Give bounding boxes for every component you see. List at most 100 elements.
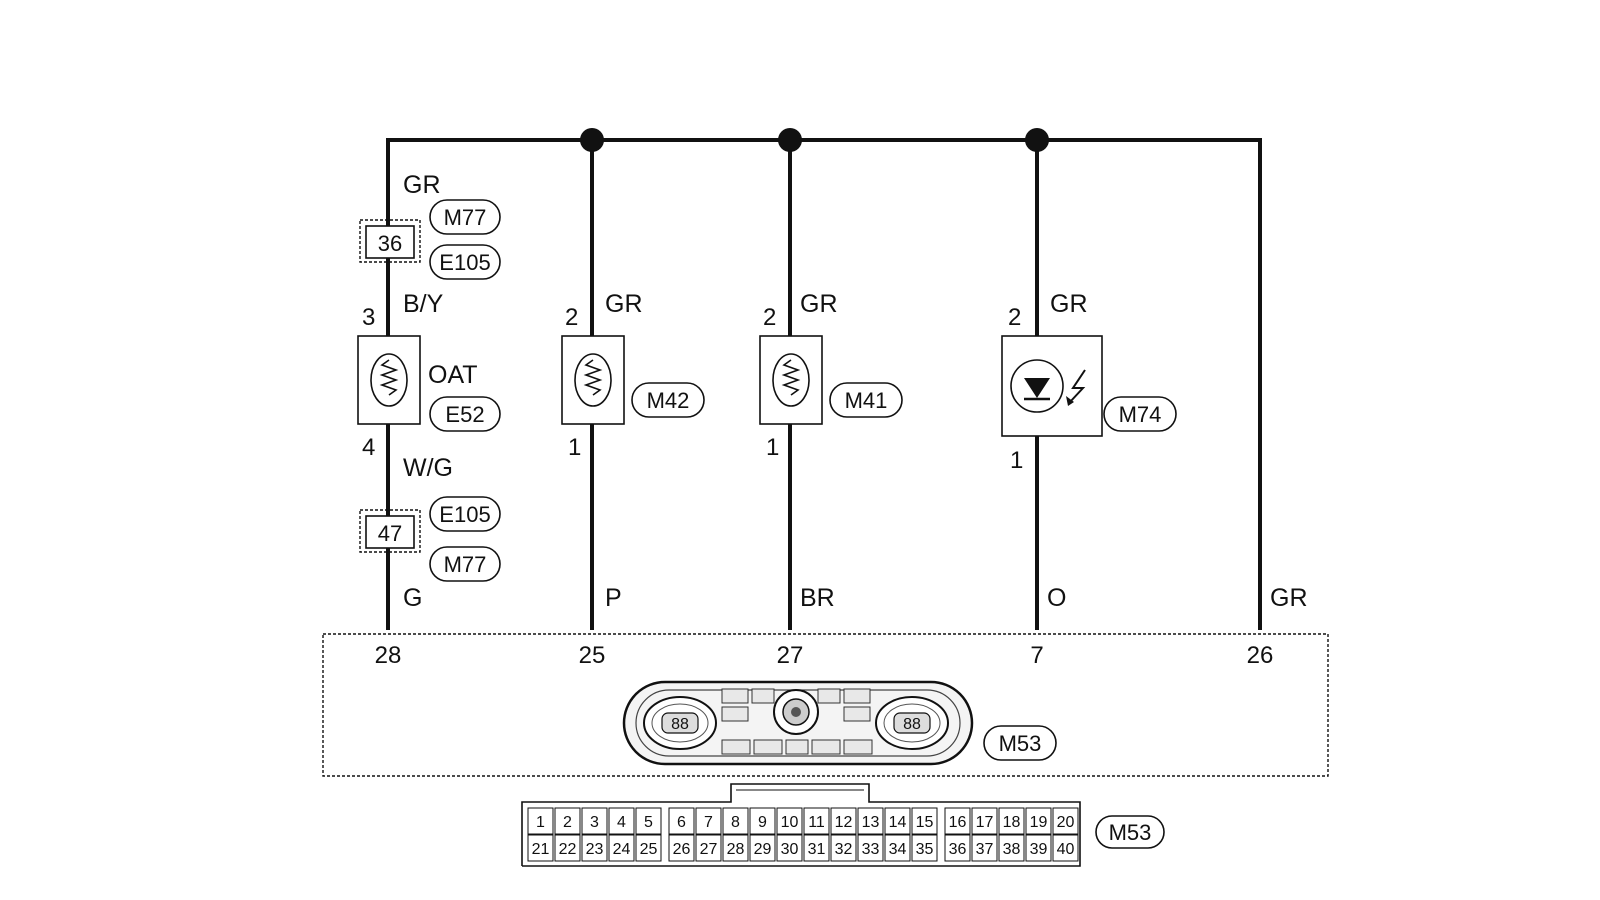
svg-text:M41: M41: [845, 388, 888, 413]
svg-text:E105: E105: [439, 250, 490, 275]
connector-pin-cell: [695, 834, 722, 862]
connector-pin-label: 14: [889, 814, 907, 831]
connector-pin-cell: [608, 834, 635, 862]
connector-pin-label: 2: [563, 814, 572, 831]
m77-lower-tag: [429, 546, 501, 582]
junction-dot-m41: [778, 128, 802, 152]
junction-36: 36 M77 E105: [359, 199, 501, 280]
connector-pin-label: 15: [916, 814, 934, 831]
e105-lower-tag: [429, 496, 501, 532]
connector-pin-label: 31: [808, 841, 826, 858]
connector-pin-cell: [554, 807, 581, 835]
connector-pin-label: 17: [976, 814, 994, 831]
connector-pin-label: 10: [781, 814, 799, 831]
connector-pin-label: 5: [644, 814, 653, 831]
connector-pin-label: 4: [617, 814, 626, 831]
connector-pin-cell: [776, 834, 803, 862]
connector-pin-label: 6: [677, 814, 686, 831]
connector-pin-label: 3: [590, 814, 599, 831]
thermistor-symbol: [379, 359, 399, 396]
connector-pin-cell: [803, 834, 830, 862]
svg-text:M77: M77: [444, 205, 487, 230]
junction-dot-m42: [580, 128, 604, 152]
e105-upper-tag: [429, 244, 501, 280]
svg-text:E105: E105: [439, 502, 490, 527]
svg-text:OAT: OAT: [428, 361, 478, 389]
connector-pin-cell: [776, 807, 803, 835]
diode-symbol: [1024, 378, 1050, 398]
connector-pin-cell: [695, 807, 722, 835]
connector-pin-cell: [1052, 834, 1079, 862]
svg-text:M74: M74: [1119, 402, 1162, 427]
svg-text:P: P: [605, 584, 622, 612]
connector-pin-label: 40: [1057, 841, 1075, 858]
terminal-26: 26: [1247, 642, 1274, 669]
connector-pin-label: 33: [862, 841, 880, 858]
e52-tag: [429, 396, 501, 432]
connector-pin-label: 19: [1030, 814, 1048, 831]
svg-text:E52: E52: [445, 402, 484, 427]
m42-sensor: M42 2 1: [561, 304, 705, 461]
connector-pin-cell: [635, 807, 662, 835]
svg-text:BR: BR: [800, 584, 835, 612]
connector-pin-cell: [1025, 834, 1052, 862]
connector-pin-cell: [527, 834, 554, 862]
wires: [386, 128, 1262, 630]
connector-pin-label: 35: [916, 841, 934, 858]
control-unit-m53: 28 25 27 7 26 88 88: [322, 633, 1329, 777]
connector-pin-label: 8: [731, 814, 740, 831]
m41-sensor: M41 2 1: [759, 304, 903, 461]
connector-pin-cell: [668, 834, 695, 862]
connector-pin-label: 39: [1030, 841, 1048, 858]
connector-pin-cell: [722, 807, 749, 835]
connector-pin-label: 36: [949, 841, 967, 858]
thermistor-symbol: [781, 359, 801, 396]
connector-pin-cell: [581, 807, 608, 835]
light-arrow-icon: [1069, 369, 1086, 403]
connector-pin-label: 28: [727, 841, 745, 858]
m53-face-tag: [1095, 815, 1165, 849]
connector-pin-cell: [803, 807, 830, 835]
svg-text:B/Y: B/Y: [403, 290, 444, 318]
connector-pin-label: 27: [700, 841, 718, 858]
junction-47: 47 E105 M77: [359, 496, 501, 582]
junction-dot-m74: [1025, 128, 1049, 152]
connector-pin-label: 22: [559, 841, 577, 858]
svg-text:2: 2: [1008, 304, 1021, 331]
connector-pin-label: 18: [1003, 814, 1021, 831]
connector-pin-label: 13: [862, 814, 880, 831]
connector-pin-cell: [722, 834, 749, 862]
connector-pin-label: 29: [754, 841, 772, 858]
connector-pin-label: 9: [758, 814, 767, 831]
connector-pin-cell: [830, 834, 857, 862]
connector-pin-cell: [1052, 807, 1079, 835]
connector-pin-label: 7: [704, 814, 713, 831]
svg-text:O: O: [1047, 584, 1066, 612]
svg-text:1: 1: [766, 434, 779, 461]
svg-text:M53: M53: [1109, 820, 1152, 845]
connector-pin-cell: [749, 807, 776, 835]
connector-pin-cell: [998, 834, 1025, 862]
connector-pin-label: 38: [1003, 841, 1021, 858]
svg-text:W/G: W/G: [403, 454, 453, 482]
terminal-28: 28: [375, 642, 402, 669]
svg-text:M77: M77: [444, 552, 487, 577]
m74-tag: [1103, 396, 1177, 432]
connector-pin-cell: [998, 807, 1025, 835]
oat-sensor: OAT E52 3 4: [357, 304, 501, 461]
svg-text:G: G: [403, 584, 422, 612]
connector-pin-cell: [971, 807, 998, 835]
connector-pin-cell: [884, 834, 911, 862]
connector-pin-label: 37: [976, 841, 994, 858]
thermistor-symbol: [583, 359, 603, 396]
svg-text:1: 1: [568, 434, 581, 461]
connector-pin-label: 23: [586, 841, 604, 858]
terminal-7: 7: [1030, 642, 1043, 669]
svg-text:M42: M42: [647, 388, 690, 413]
svg-text:GR: GR: [1050, 290, 1088, 318]
svg-text:2: 2: [565, 304, 578, 331]
connector-pin-label: 1: [536, 814, 545, 831]
m77-upper-tag: [429, 199, 501, 235]
connector-pin-cell: [884, 807, 911, 835]
